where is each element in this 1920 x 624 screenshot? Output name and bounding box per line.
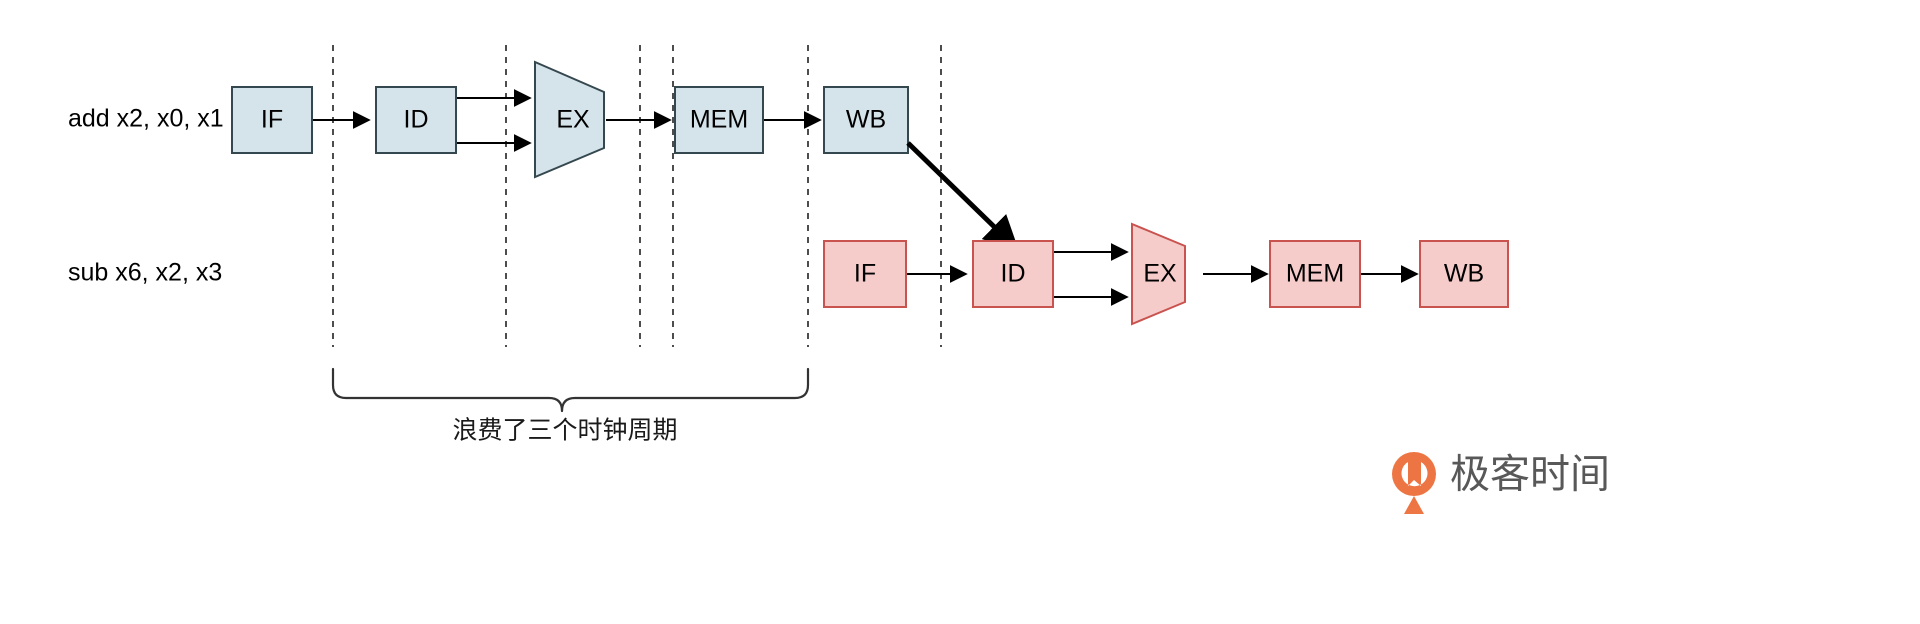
geektime-logo-icon xyxy=(1392,452,1436,514)
clock-divider-group xyxy=(332,45,942,347)
alu-shape-add-ex xyxy=(534,60,605,179)
stage-box-add-id[interactable]: ID xyxy=(375,86,457,154)
row-add-connectors xyxy=(312,89,822,152)
stage-label-add-if: IF xyxy=(261,106,283,134)
stage-box-sub-mem[interactable]: MEM xyxy=(1269,240,1361,308)
stage-label-add-mem: MEM xyxy=(690,106,748,134)
alu-shape-sub-ex xyxy=(1131,222,1186,326)
stage-label-add-id: ID xyxy=(404,106,429,134)
stage-label-sub-id: ID xyxy=(1001,260,1026,288)
watermark: 极客时间 xyxy=(1392,452,1610,514)
stage-box-sub-wb[interactable]: WB xyxy=(1419,240,1509,308)
row-label-add: add x2, x0, x1 xyxy=(68,105,224,133)
stage-label-add-wb: WB xyxy=(846,106,886,134)
stage-box-add-wb[interactable]: WB xyxy=(823,86,909,154)
stage-label-add-ex: EX xyxy=(556,106,590,134)
stage-box-sub-if[interactable]: IF xyxy=(823,240,907,308)
row-sub-connectors xyxy=(906,243,1419,306)
stall-bracket-caption: 浪费了三个时钟周期 xyxy=(452,417,677,445)
stage-box-add-if[interactable]: IF xyxy=(231,86,313,154)
stage-box-add-mem[interactable]: MEM xyxy=(674,86,764,154)
stage-label-sub-wb: WB xyxy=(1444,260,1484,288)
row-label-sub: sub x6, x2, x3 xyxy=(68,259,222,287)
stage-label-sub-mem: MEM xyxy=(1286,260,1344,288)
stage-box-add-ex[interactable]: EX xyxy=(534,60,605,179)
forwarding-arrow xyxy=(906,141,1020,251)
stage-label-sub-ex: EX xyxy=(1143,260,1177,288)
stage-box-sub-ex[interactable]: EX xyxy=(1131,222,1186,326)
stage-box-sub-id[interactable]: ID xyxy=(972,240,1054,308)
stall-bracket xyxy=(331,367,810,413)
watermark-text: 极客时间 xyxy=(1450,453,1610,497)
stage-label-sub-if: IF xyxy=(854,260,876,288)
